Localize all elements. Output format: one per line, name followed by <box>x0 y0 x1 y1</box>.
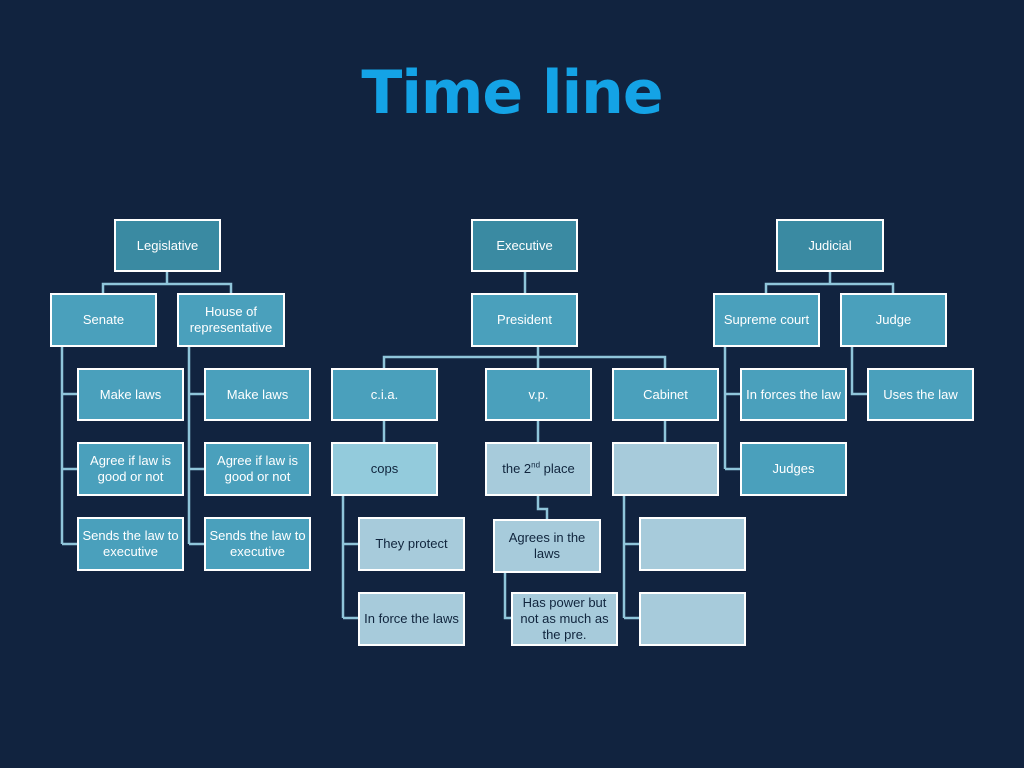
has-power-box[interactable]: Has power but not as much as the pre. <box>511 592 618 646</box>
judicial-box[interactable]: Judicial <box>776 219 884 272</box>
senate-sends-law-box[interactable]: Sends the law to executive <box>77 517 184 571</box>
connector-president-branch <box>382 355 667 368</box>
connector-legislative-branch <box>101 282 233 293</box>
senate-box[interactable]: Senate <box>50 293 157 347</box>
cabinet-item-box[interactable] <box>639 592 746 646</box>
vp-box[interactable]: v.p. <box>485 368 592 421</box>
senate-agree-box[interactable]: Agree if law is good or not <box>77 442 184 496</box>
in-forces-the-law-box[interactable]: In forces the law <box>740 368 847 421</box>
house-sends-law-box[interactable]: Sends the law to executive <box>204 517 311 571</box>
cia-box[interactable]: c.i.a. <box>331 368 438 421</box>
cabinet-item-box[interactable] <box>639 517 746 571</box>
executive-box[interactable]: Executive <box>471 219 578 272</box>
connector-agrees-rail <box>503 573 512 620</box>
cops-box[interactable]: cops <box>331 442 438 496</box>
second-place-box[interactable]: the 2nd place <box>485 442 592 496</box>
judges-box[interactable]: Judges <box>740 442 847 496</box>
supreme-court-box[interactable]: Supreme court <box>713 293 820 347</box>
president-box[interactable]: President <box>471 293 578 347</box>
cabinet-child-box[interactable] <box>612 442 719 496</box>
house-agree-box[interactable]: Agree if law is good or not <box>204 442 311 496</box>
in-force-the-laws-box[interactable]: In force the laws <box>358 592 465 646</box>
second-place-label: the 2nd place <box>502 460 575 476</box>
house-of-representative-box[interactable]: House of representative <box>177 293 285 347</box>
they-protect-box[interactable]: They protect <box>358 517 465 571</box>
connector-judge-rail <box>850 347 868 396</box>
page-title: Time line <box>361 58 663 128</box>
agrees-in-the-laws-box[interactable]: Agrees in the laws <box>493 519 601 573</box>
connector-judicial-branch <box>764 282 895 293</box>
cabinet-box[interactable]: Cabinet <box>612 368 719 421</box>
house-make-laws-box[interactable]: Make laws <box>204 368 311 421</box>
judge-box[interactable]: Judge <box>840 293 947 347</box>
senate-make-laws-box[interactable]: Make laws <box>77 368 184 421</box>
uses-the-law-box[interactable]: Uses the law <box>867 368 974 421</box>
legislative-box[interactable]: Legislative <box>114 219 221 272</box>
